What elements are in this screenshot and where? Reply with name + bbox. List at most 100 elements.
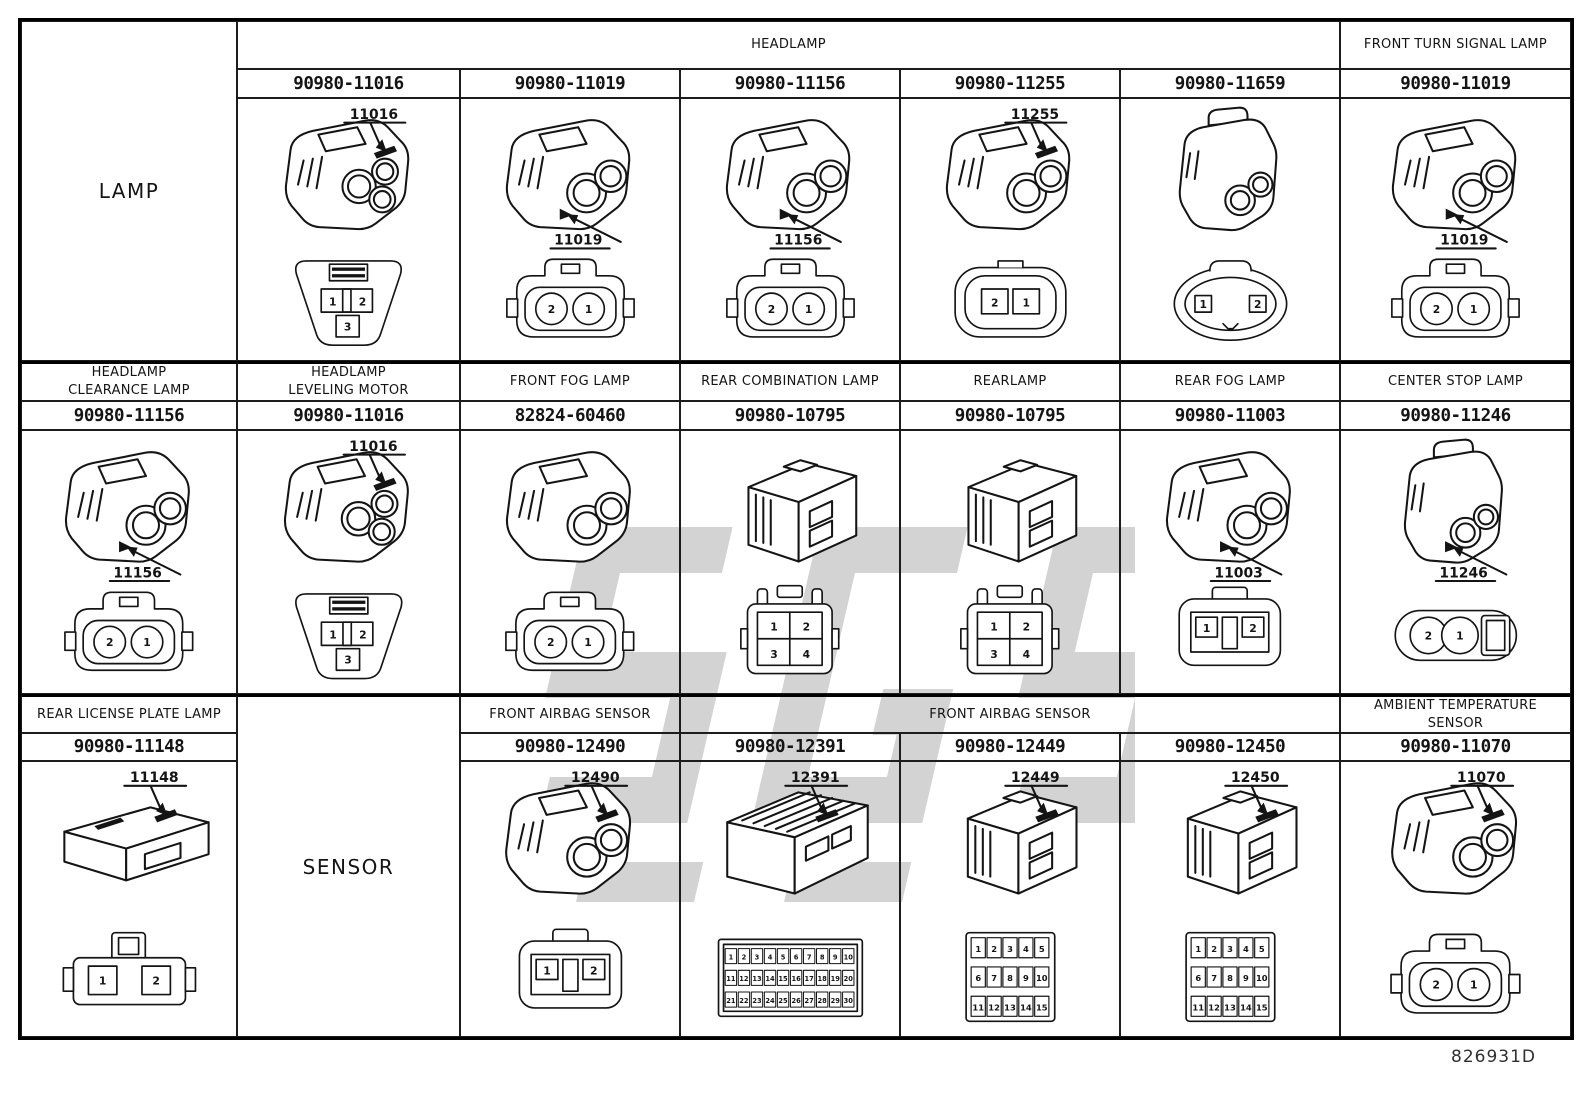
svg-text:2: 2 <box>741 953 746 961</box>
svg-text:17: 17 <box>804 975 814 983</box>
svg-text:4: 4 <box>1023 648 1031 661</box>
svg-text:1: 1 <box>329 296 336 309</box>
svg-text:14: 14 <box>1240 1002 1252 1012</box>
svg-text:2: 2 <box>1249 622 1257 635</box>
svg-text:1: 1 <box>990 620 998 633</box>
svg-text:1: 1 <box>98 975 106 988</box>
svg-text:15: 15 <box>778 975 788 983</box>
svg-text:12: 12 <box>1208 1002 1220 1012</box>
svg-text:4: 4 <box>1243 944 1249 954</box>
svg-text:2: 2 <box>359 296 366 309</box>
part-number-cell: 90980-11016 <box>237 69 460 98</box>
svg-text:5: 5 <box>1038 944 1044 954</box>
part-number-cell: 90980-12449 <box>900 733 1120 761</box>
svg-text:3: 3 <box>344 321 351 334</box>
svg-text:12449: 12449 <box>1011 770 1060 786</box>
svg-text:7: 7 <box>1211 973 1217 983</box>
svg-text:4: 4 <box>803 648 811 661</box>
svg-text:11156: 11156 <box>774 233 822 249</box>
column-header: REARLAMP <box>900 361 1120 401</box>
connector-face-icon: 1 2 3 4 <box>960 584 1060 675</box>
svg-text:1: 1 <box>143 636 151 649</box>
svg-text:15: 15 <box>1036 1002 1048 1012</box>
svg-text:9: 9 <box>1243 973 1249 983</box>
svg-text:1: 1 <box>1470 979 1478 992</box>
part-number-cell: 90980-11019 <box>460 69 680 98</box>
svg-text:7: 7 <box>991 973 997 983</box>
connector-iso-icon: 11246 <box>1404 438 1508 583</box>
column-header: HEADLAMP LEVELING MOTOR <box>237 361 460 401</box>
svg-text:11: 11 <box>972 1002 984 1012</box>
connector-iso-icon: 11148 <box>63 770 210 882</box>
svg-text:2: 2 <box>547 636 555 649</box>
svg-text:13: 13 <box>752 975 762 983</box>
svg-text:11255: 11255 <box>1011 107 1059 123</box>
part-number-cell: 90980-11148 <box>21 733 237 761</box>
svg-text:12: 12 <box>739 975 749 983</box>
diagram-id: 826931D <box>1451 1047 1536 1067</box>
svg-text:3: 3 <box>770 648 778 661</box>
section-label-text: SENSOR <box>302 854 395 879</box>
connector-iso-icon: 11019 <box>505 119 631 250</box>
svg-text:11019: 11019 <box>1440 233 1488 249</box>
svg-text:7: 7 <box>806 953 811 961</box>
part-number-cell: 90980-11019 <box>1340 69 1571 98</box>
column-header: CENTER STOP LAMP <box>1340 361 1571 401</box>
svg-text:5: 5 <box>1258 944 1264 954</box>
svg-text:12: 12 <box>988 1002 1000 1012</box>
svg-text:25: 25 <box>778 997 788 1005</box>
svg-text:1: 1 <box>770 620 778 633</box>
svg-text:2: 2 <box>1023 620 1031 633</box>
connector-iso-icon: 11070 <box>1390 770 1517 895</box>
connector-iso-icon <box>1178 106 1278 232</box>
connector-iso-icon: 11156 <box>64 451 190 583</box>
part-number-cell: 90980-11659 <box>1120 69 1340 98</box>
column-header: HEADLAMP <box>237 21 1340 69</box>
connector-iso-icon <box>967 459 1077 563</box>
svg-text:14: 14 <box>1020 1002 1032 1012</box>
svg-text:9: 9 <box>832 953 837 961</box>
svg-text:2: 2 <box>547 303 554 316</box>
svg-text:2: 2 <box>359 629 367 642</box>
svg-text:9: 9 <box>1023 973 1029 983</box>
svg-text:26: 26 <box>791 997 801 1005</box>
part-number-cell: 90980-12391 <box>680 733 900 761</box>
svg-text:1: 1 <box>1456 629 1464 642</box>
svg-text:21: 21 <box>726 997 736 1005</box>
svg-text:2: 2 <box>991 297 998 310</box>
connector-iso-icon: 11156 <box>725 119 851 250</box>
svg-text:18: 18 <box>817 975 827 983</box>
part-number-cell: 90980-10795 <box>680 401 900 430</box>
svg-text:6: 6 <box>975 973 981 983</box>
svg-text:3: 3 <box>754 953 759 961</box>
svg-text:11156: 11156 <box>113 565 161 581</box>
svg-text:1: 1 <box>329 629 337 642</box>
connector-iso-icon: 11019 <box>1391 119 1516 250</box>
svg-text:1: 1 <box>1470 303 1477 316</box>
svg-text:12490: 12490 <box>571 770 620 786</box>
svg-text:1: 1 <box>584 636 592 649</box>
part-number-cell: 82824-60460 <box>460 401 680 430</box>
connector-iso-icon: 12449 <box>966 770 1078 895</box>
column-header: REAR LICENSE PLATE LAMP <box>21 694 237 733</box>
section-label: SENSOR <box>237 694 460 1037</box>
svg-text:19: 19 <box>830 975 840 983</box>
svg-text:24: 24 <box>765 997 775 1005</box>
section-label-text: LAMP <box>98 179 160 203</box>
svg-text:3: 3 <box>990 648 998 661</box>
connector-iso-icon: 12391 <box>726 770 869 895</box>
